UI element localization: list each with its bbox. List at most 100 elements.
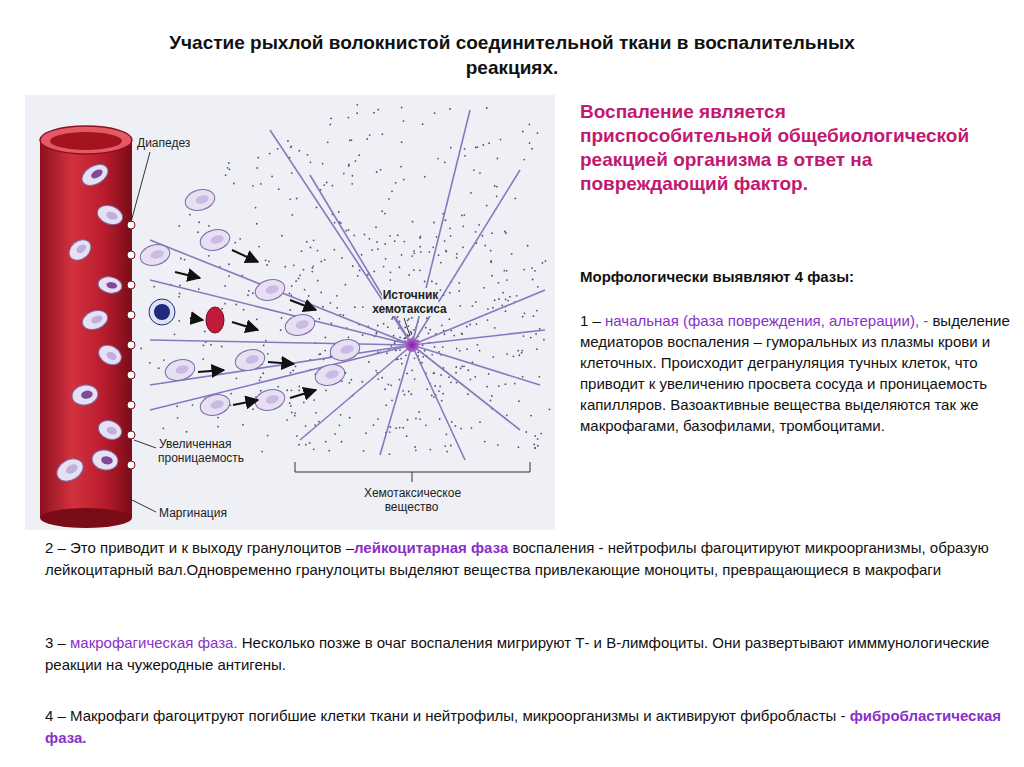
chemotactic-dots xyxy=(140,104,550,455)
dot xyxy=(397,316,399,318)
dot xyxy=(298,278,300,280)
dot xyxy=(293,264,295,266)
dot xyxy=(523,335,525,337)
dot xyxy=(294,415,296,417)
dot xyxy=(521,350,523,352)
dot xyxy=(440,374,442,376)
dot xyxy=(289,198,291,200)
dot xyxy=(494,327,496,329)
wall-pore xyxy=(127,281,135,289)
dot xyxy=(384,388,386,390)
illustration-ground xyxy=(25,95,555,530)
text-run: выделение медиаторов воспаления – гумора… xyxy=(580,312,1010,434)
cell xyxy=(198,226,232,253)
dot xyxy=(265,259,267,261)
dot xyxy=(348,165,350,167)
dot xyxy=(461,215,463,217)
migration-arrow xyxy=(232,322,258,330)
dot xyxy=(217,417,219,419)
dot xyxy=(474,376,476,378)
dot xyxy=(438,254,440,256)
dot xyxy=(317,250,319,252)
dot xyxy=(414,378,416,380)
dot xyxy=(298,386,300,388)
dot xyxy=(377,109,379,111)
migrating-cells xyxy=(138,186,362,418)
space xyxy=(238,634,242,651)
dot xyxy=(467,393,469,395)
dot xyxy=(517,350,519,352)
dot xyxy=(420,236,422,238)
dot xyxy=(523,312,525,314)
ray xyxy=(412,330,545,345)
migration-arrow xyxy=(232,250,258,262)
dot xyxy=(350,379,352,381)
dot xyxy=(318,421,320,423)
dot xyxy=(261,451,263,453)
dot xyxy=(377,248,379,250)
dot xyxy=(424,350,426,352)
dot xyxy=(401,254,403,256)
dot xyxy=(377,378,379,380)
dot xyxy=(444,333,446,335)
migration-arrow xyxy=(290,390,316,398)
dot xyxy=(405,354,407,356)
dot xyxy=(506,414,508,416)
dot xyxy=(243,309,245,311)
dot xyxy=(299,274,301,276)
dot xyxy=(522,316,524,318)
dot xyxy=(450,445,452,447)
migration-arrow xyxy=(190,318,203,320)
cell xyxy=(198,391,232,418)
dot xyxy=(235,304,237,306)
ray xyxy=(380,345,412,455)
dot xyxy=(256,318,258,320)
dot xyxy=(322,306,324,308)
dot xyxy=(536,310,538,312)
dot xyxy=(404,394,406,396)
dot xyxy=(490,400,492,402)
dot xyxy=(313,448,315,450)
dot xyxy=(450,381,452,383)
dot xyxy=(491,232,493,234)
dot xyxy=(343,173,345,175)
dot xyxy=(329,124,331,126)
dot xyxy=(375,226,377,228)
dot xyxy=(388,383,390,385)
dot xyxy=(391,318,393,320)
dot xyxy=(478,224,480,226)
cell xyxy=(78,160,111,190)
dot xyxy=(399,349,401,351)
dot xyxy=(451,421,453,423)
dot xyxy=(401,107,403,109)
dot xyxy=(521,352,523,354)
dot xyxy=(239,238,241,240)
dot xyxy=(434,385,436,387)
dot xyxy=(417,351,419,353)
dot xyxy=(366,138,368,140)
dot xyxy=(421,362,423,364)
phase-paragraph: 4 – Макрофаги фагоцитруют погибшие клетк… xyxy=(45,705,1005,749)
dot xyxy=(178,296,180,298)
dot xyxy=(429,449,431,451)
dot xyxy=(390,384,392,386)
dot xyxy=(230,393,232,395)
dot xyxy=(466,348,468,350)
text-run: Хемотаксическое вещество xyxy=(363,486,461,514)
dot xyxy=(298,150,300,152)
dot xyxy=(463,214,465,216)
dot xyxy=(252,408,254,410)
dot xyxy=(444,161,446,163)
dot xyxy=(402,427,404,429)
dot xyxy=(433,372,435,374)
dot xyxy=(287,140,289,142)
dot xyxy=(224,303,226,305)
dot xyxy=(375,370,377,372)
dot xyxy=(531,148,533,150)
dot xyxy=(290,372,292,374)
ray xyxy=(150,340,412,345)
dot xyxy=(348,336,350,338)
leader-line xyxy=(131,152,150,222)
leader-line xyxy=(134,440,156,448)
dot xyxy=(306,241,308,243)
